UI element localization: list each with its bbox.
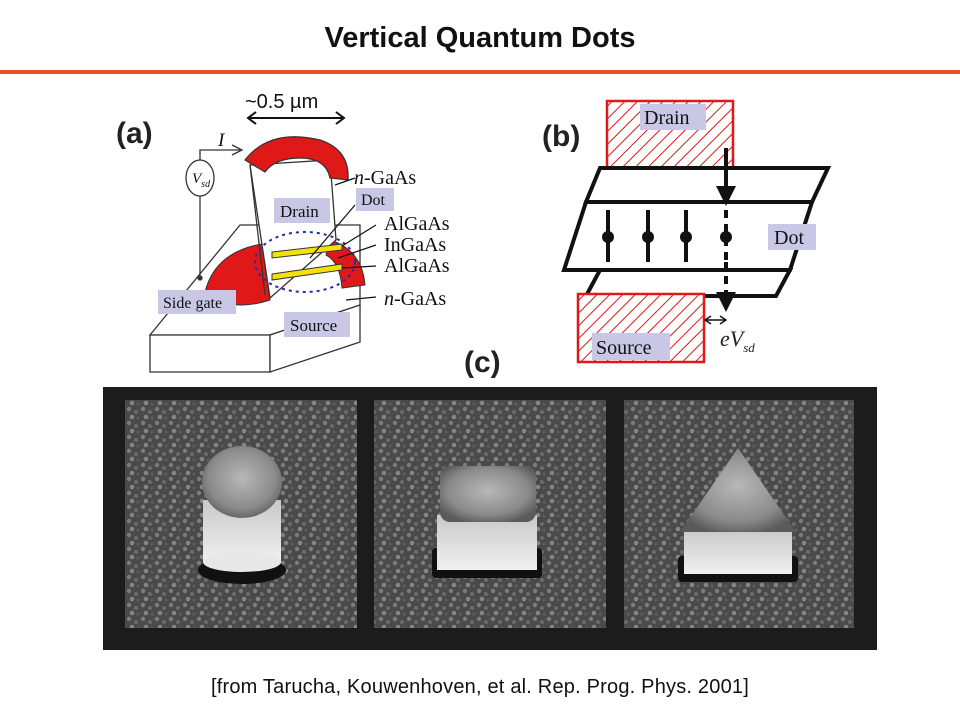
sem-strip	[103, 387, 877, 650]
pillar	[249, 159, 337, 300]
citation: [from Tarucha, Kouwenhoven, et al. Rep. …	[210, 676, 749, 698]
sem-circle-pillar	[125, 400, 357, 628]
layer-label-bottom: n-GaAs	[384, 288, 446, 310]
side-gate-box: Side gate	[158, 290, 236, 314]
layer-label-ingaas: InGaAs	[384, 234, 446, 256]
sem-square-pillar	[374, 400, 606, 628]
dot-label: Dot	[774, 227, 804, 249]
svg-text:Source: Source	[290, 316, 337, 335]
leader-lines	[309, 177, 377, 301]
layer-label-algaas-2: AlGaAs	[384, 255, 450, 277]
svg-text:Dot: Dot	[361, 192, 386, 209]
bottom-barrier	[582, 268, 794, 298]
current-symbol: I	[217, 130, 226, 151]
dot-region-outline	[254, 231, 356, 293]
panel-c-label: (c)	[464, 346, 501, 379]
dot-levels	[602, 210, 732, 262]
svg-text:Side gate: Side gate	[163, 295, 222, 312]
dot-labelbox	[768, 224, 816, 250]
layer-label-top: n-GaAs	[354, 167, 416, 189]
source-reservoir-label: Source	[596, 337, 652, 359]
drain-reservoir-labelbox	[640, 104, 706, 130]
dot-box: Dot	[356, 188, 394, 211]
width-label: ~0.5 µm	[245, 91, 318, 113]
barrier-layers	[271, 243, 343, 281]
source-box: Source	[284, 312, 350, 337]
drain-reservoir-label: Drain	[644, 107, 690, 129]
bias-label: eVsd	[720, 326, 755, 355]
svg-text:Drain: Drain	[280, 202, 319, 221]
width-arrow	[246, 111, 346, 125]
title-underline	[0, 70, 960, 74]
source-reservoir-labelbox	[592, 333, 670, 360]
panel-b-label: (b)	[542, 120, 580, 153]
drain-box: Drain	[274, 198, 330, 223]
top-barrier	[583, 166, 832, 204]
voltage-symbol: Vsd	[192, 171, 211, 190]
bias-bracket	[703, 315, 728, 325]
measurement-circuit	[185, 144, 244, 281]
panel-a-label: (a)	[116, 117, 153, 150]
panel-b: (b) Drain Dot	[542, 99, 832, 364]
transport-path	[716, 148, 736, 312]
sem-triangle-pillar	[624, 400, 854, 628]
panel-a: (a) ~0.5 µm	[116, 91, 450, 373]
source-contact-right	[325, 239, 366, 289]
layer-label-algaas-1: AlGaAs	[384, 213, 450, 235]
slide-title: Vertical Quantum Dots	[324, 22, 636, 54]
